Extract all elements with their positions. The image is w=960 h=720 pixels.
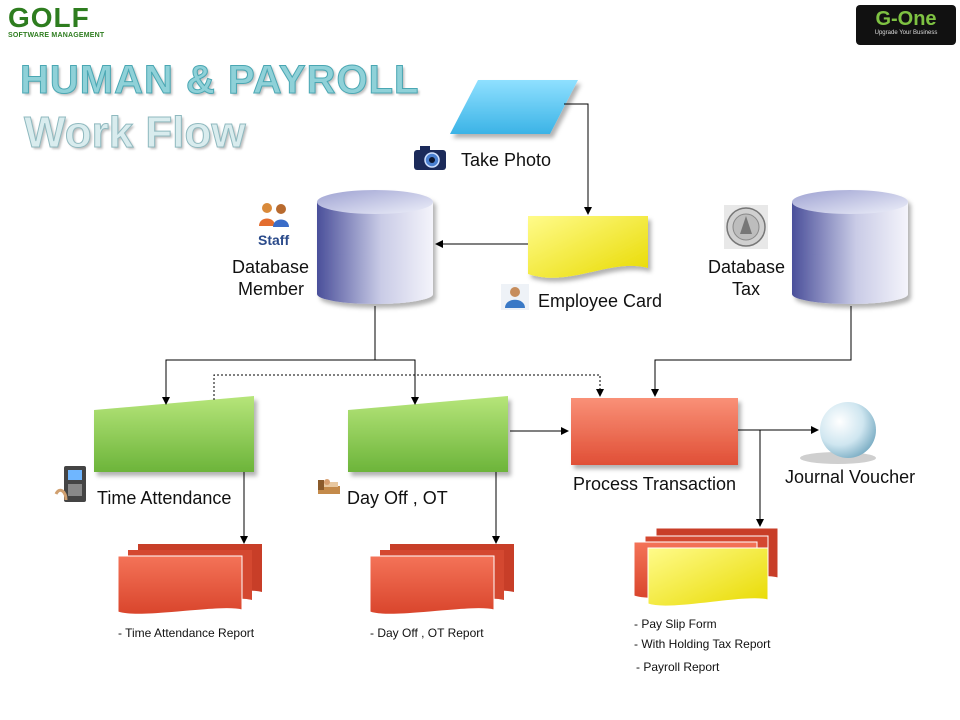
database-member-label-line1: Database	[232, 257, 310, 277]
employee-person-icon	[501, 284, 529, 310]
g-one-logo: G-One Upgrade Your Business	[856, 5, 956, 45]
staff-people-icon	[259, 203, 289, 227]
database-member-cylinder	[317, 190, 433, 304]
camera-icon	[414, 146, 446, 170]
database-tax-label-line1: Database	[708, 257, 786, 277]
golf-logo: GOLF SOFTWARE MANAGEMENT	[8, 4, 108, 44]
connectors	[162, 103, 852, 544]
staff-icon-label: Staff	[258, 232, 290, 248]
day-off-ot-report-stack	[369, 544, 514, 615]
day-off-ot-label: Day Off , OT	[347, 488, 448, 508]
g-one-logo-word: G-One	[875, 8, 937, 30]
pay-slip-form-label: - Pay Slip Form	[634, 617, 717, 631]
database-member-label-line2: Member	[238, 279, 305, 299]
title-line-2: Work Flow	[24, 108, 247, 158]
employee-card-document-shape	[528, 216, 648, 278]
time-attendance-label: Time Attendance	[97, 488, 232, 508]
journal-voucher-ball	[820, 402, 876, 458]
process-transaction-label: Process Transaction	[573, 474, 737, 494]
time-attendance-report-stack	[117, 544, 262, 615]
day-off-ot-report-label: - Day Off , OT Report	[370, 626, 484, 640]
employee-card-label: Employee Card	[538, 291, 663, 311]
g-one-logo-subtitle: Upgrade Your Business	[874, 30, 938, 36]
take-photo-label: Take Photo	[461, 150, 552, 170]
process-transaction-shape	[571, 398, 738, 465]
time-clock-terminal-icon	[54, 466, 86, 502]
time-attendance-report-label: - Time Attendance Report	[118, 626, 255, 640]
title-line-1: HUMAN & PAYROLL	[19, 58, 420, 103]
with-holding-tax-report-label: - With Holding Tax Report	[634, 637, 771, 651]
golf-logo-word: GOLF	[8, 2, 90, 33]
journal-voucher-label: Journal Voucher	[785, 467, 916, 487]
bed-icon	[318, 479, 340, 494]
database-tax-cylinder	[792, 190, 908, 304]
payroll-report-stack	[633, 527, 779, 607]
golf-logo-subtitle: SOFTWARE MANAGEMENT	[8, 32, 105, 39]
database-tax-label-line2: Tax	[732, 279, 761, 299]
day-off-ot-input-shape	[348, 396, 508, 472]
payroll-report-label: - Payroll Report	[636, 660, 720, 674]
take-photo-input-shape	[450, 80, 578, 134]
tax-seal-icon	[724, 205, 768, 249]
time-attendance-input-shape	[94, 396, 254, 472]
